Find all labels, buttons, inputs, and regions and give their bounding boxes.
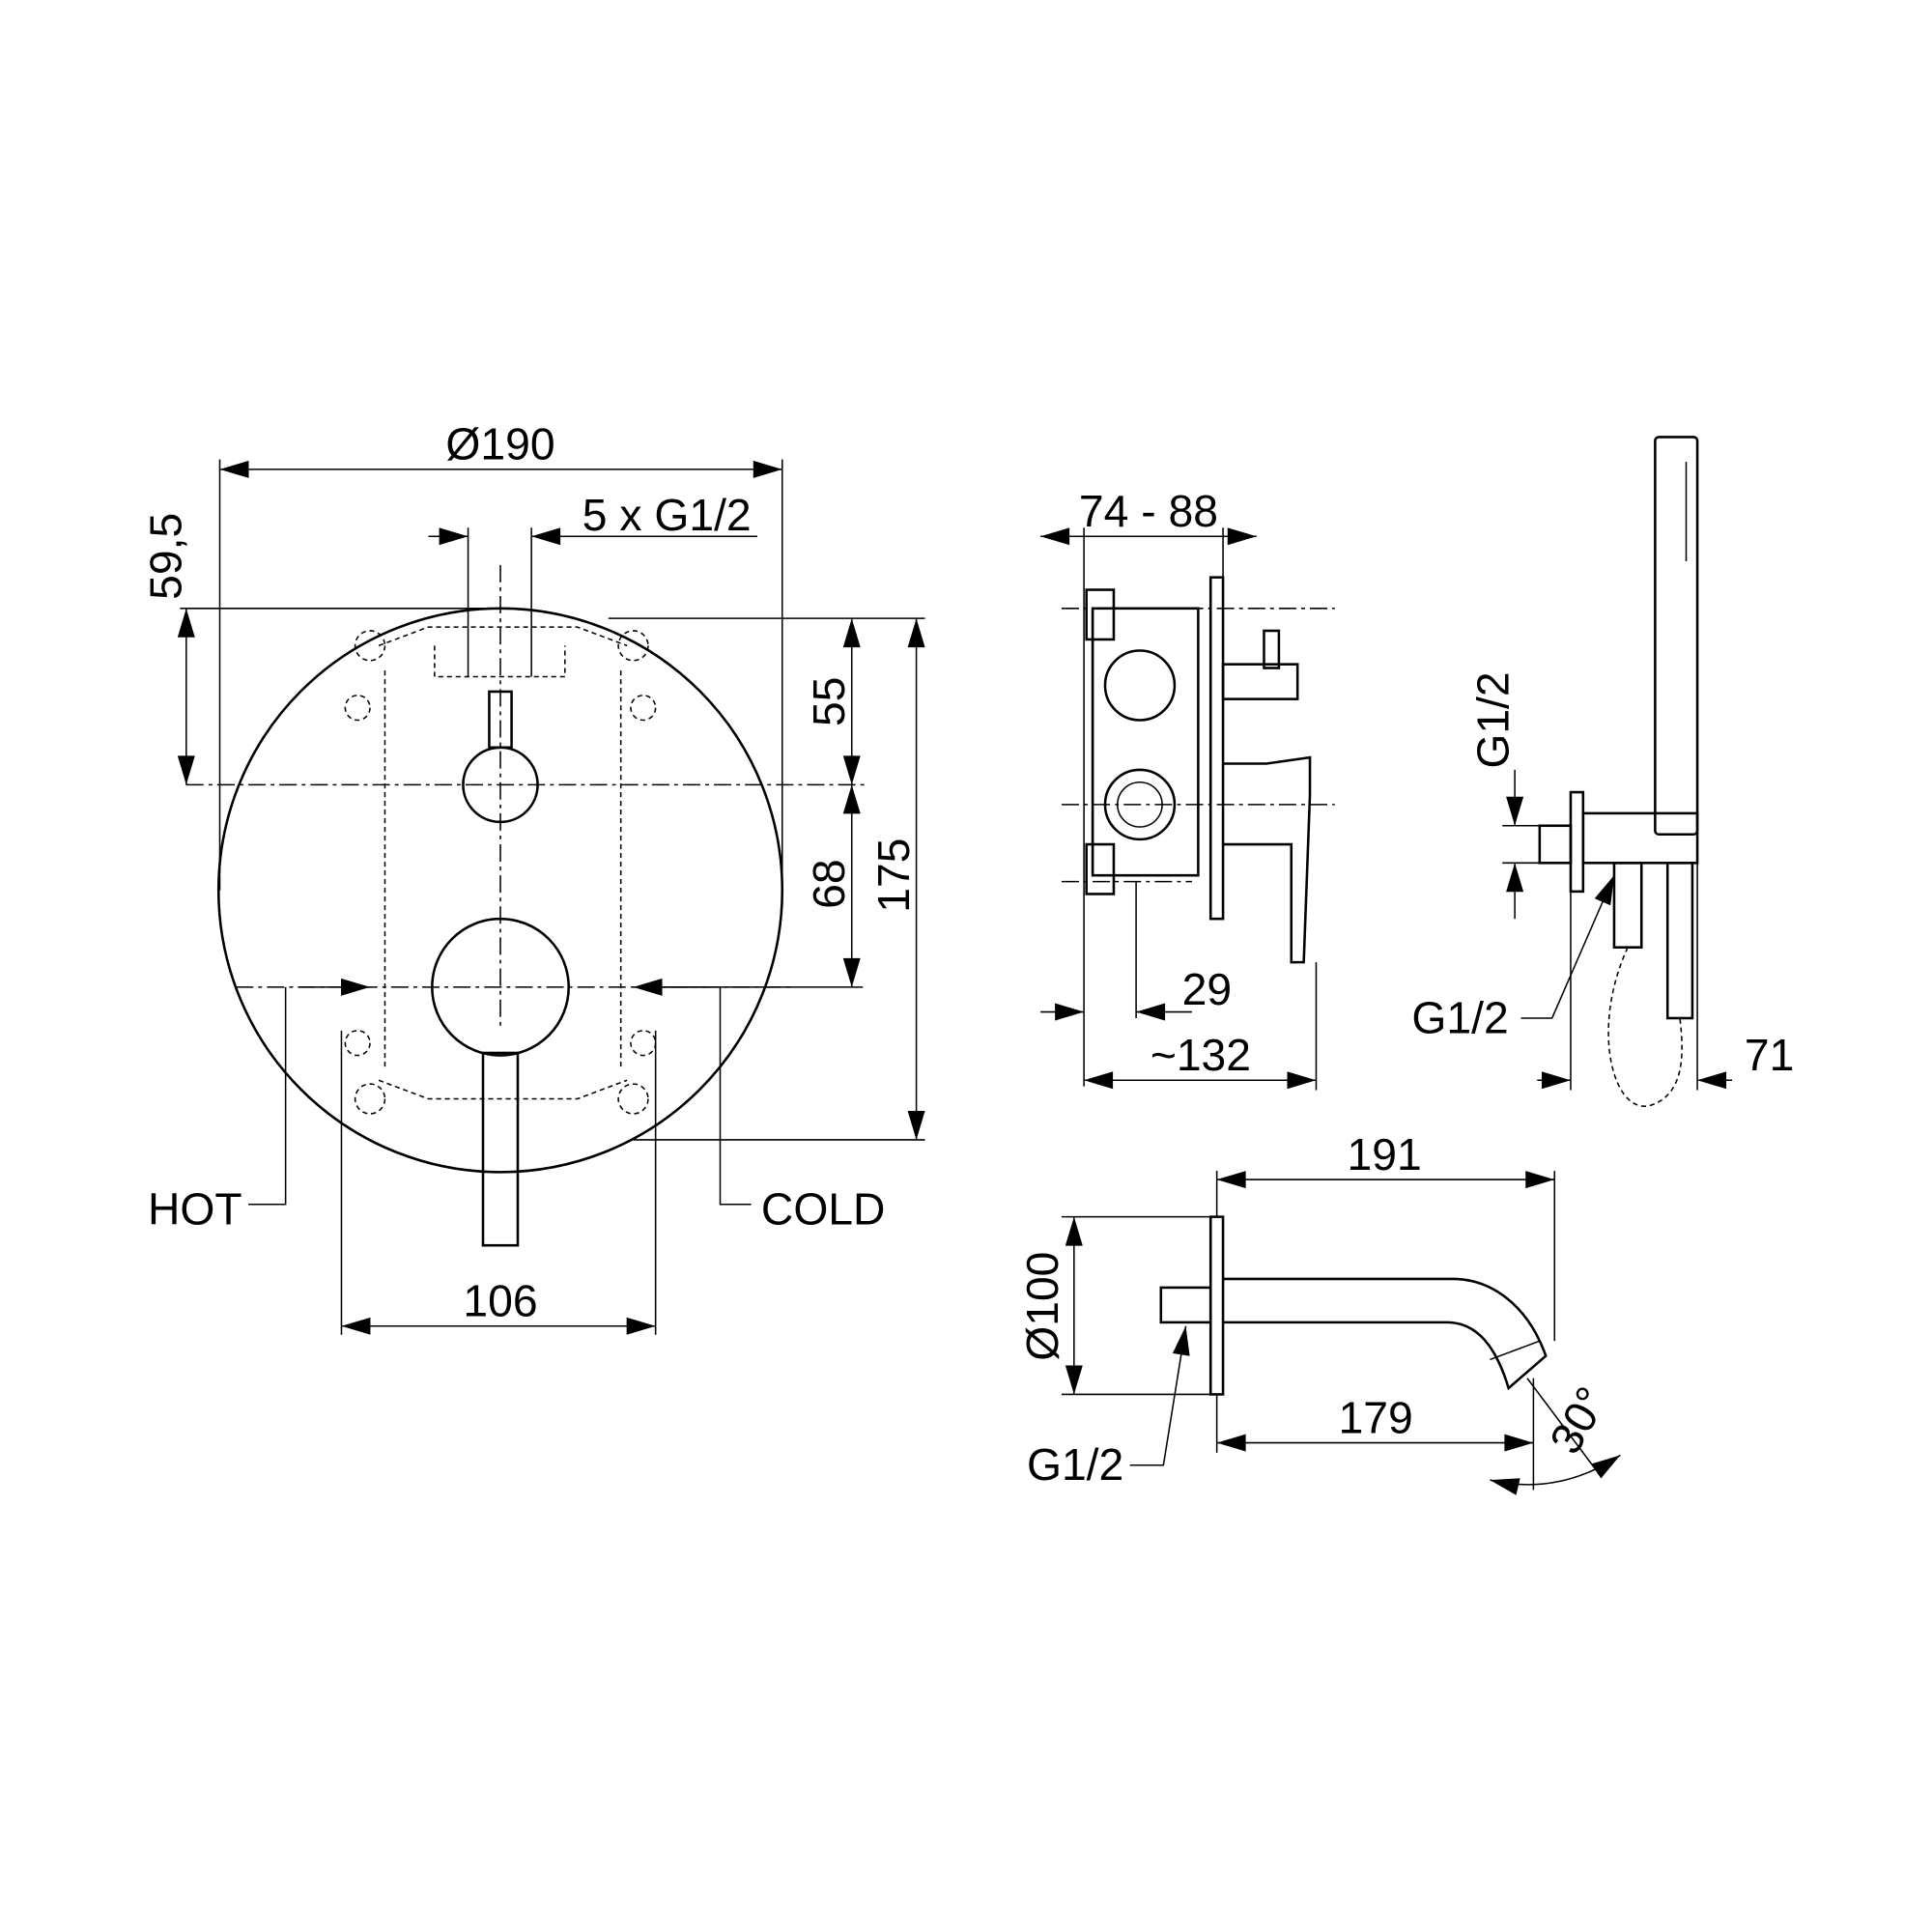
spout-connection-label: G1/2 [1027,1439,1123,1490]
valve-body [1091,607,1200,877]
dim-68: 68 [804,859,854,908]
dim-106: 106 [463,1275,537,1325]
cold-label: COLD [761,1183,886,1234]
dim-55: 55 [804,676,854,725]
dim-59-5: 59,5 [141,513,191,600]
dim-diameter-190: Ø190 [445,419,554,469]
dim-29: 29 [1182,964,1232,1014]
mixer-knob [431,917,570,1057]
dim-connections: 5 x G1/2 [582,490,752,540]
dim-71: 71 [1745,1030,1794,1080]
shower-connection-label: G1/2 [1468,671,1519,768]
angle-30: 30° [1540,1378,1617,1463]
dim-191: 191 [1348,1129,1422,1179]
hand-shower [1654,436,1699,837]
spout-view: 191 Ø100 179 G1/2 30° [1017,1129,1621,1495]
dim-74-88: 74 - 88 [1079,486,1218,536]
dim-179: 179 [1339,1392,1413,1442]
spout-plate [1208,1215,1225,1396]
hand-shower-view: G1/2 G1/2 71 [1411,436,1794,1107]
mixer-lever [481,1051,520,1247]
side-plate [1208,576,1225,921]
diverter-lever [488,690,513,750]
dim-132: ~132 [1151,1030,1251,1080]
spout [1223,1277,1548,1391]
hot-label: HOT [148,1183,242,1234]
dim-diameter-100: Ø100 [1017,1252,1067,1361]
side-view: 74 - 88 29 ~132 [1040,486,1335,1091]
front-view: Ø190 5 x G1/2 59,5 55 68 175 HOT COLD 10… [141,419,925,1335]
hose-connection-label: G1/2 [1411,992,1508,1042]
dim-175: 175 [868,838,919,913]
